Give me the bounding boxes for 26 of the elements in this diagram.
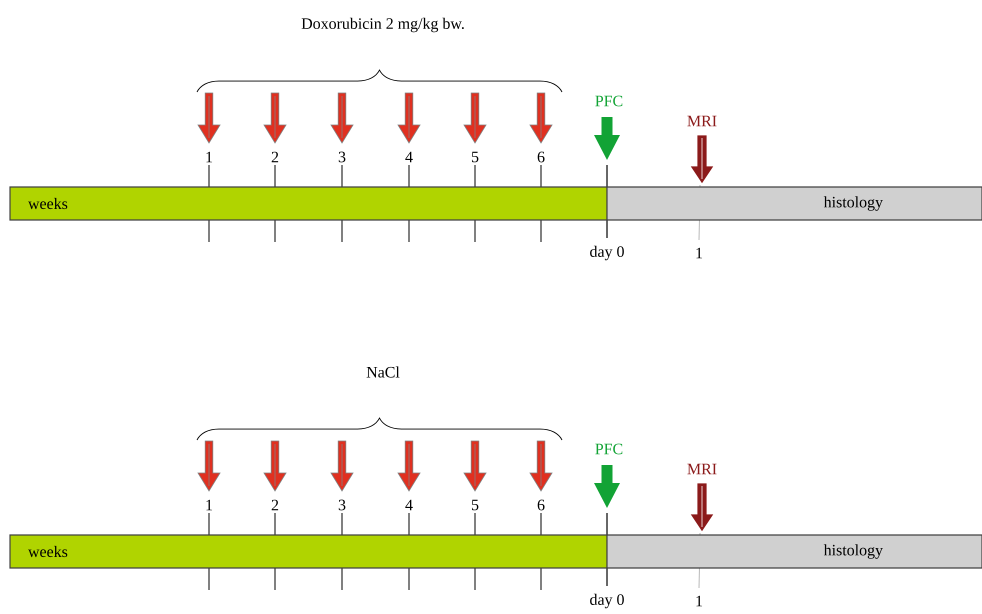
tick-label: 3 <box>338 152 346 162</box>
marker-label: PFC <box>595 444 622 454</box>
timeline-bar: weeks <box>9 186 608 221</box>
tick-label: 5 <box>472 500 478 510</box>
timeline-bar: weeks <box>9 534 608 569</box>
tick-label: 4 <box>405 152 413 162</box>
marker-label: MRI <box>687 464 716 474</box>
timeline-bar: histology <box>606 186 982 221</box>
tick-label: day 0 <box>590 246 624 260</box>
tick-label: 1 <box>206 500 212 510</box>
tick-label: 1 <box>696 248 702 258</box>
tick-label: 4 <box>405 500 413 510</box>
marker-label: PFC <box>595 96 622 106</box>
tick-label: day 0 <box>590 594 624 608</box>
brace-label: NaCl <box>366 366 400 378</box>
tick-label: 1 <box>206 152 212 162</box>
tick-label: 5 <box>472 152 478 162</box>
brace-label: Doxorubicin 2 mg/kg bw. <box>302 18 464 32</box>
tick-label: 6 <box>538 152 545 162</box>
marker-label: MRI <box>687 116 716 126</box>
tick-label: 1 <box>696 596 702 606</box>
tick-label: 3 <box>338 500 346 510</box>
timeline-bar: histology <box>606 534 982 569</box>
tick-label: 2 <box>272 152 278 162</box>
tick-label: 6 <box>538 500 545 510</box>
tick-label: 2 <box>272 500 278 510</box>
